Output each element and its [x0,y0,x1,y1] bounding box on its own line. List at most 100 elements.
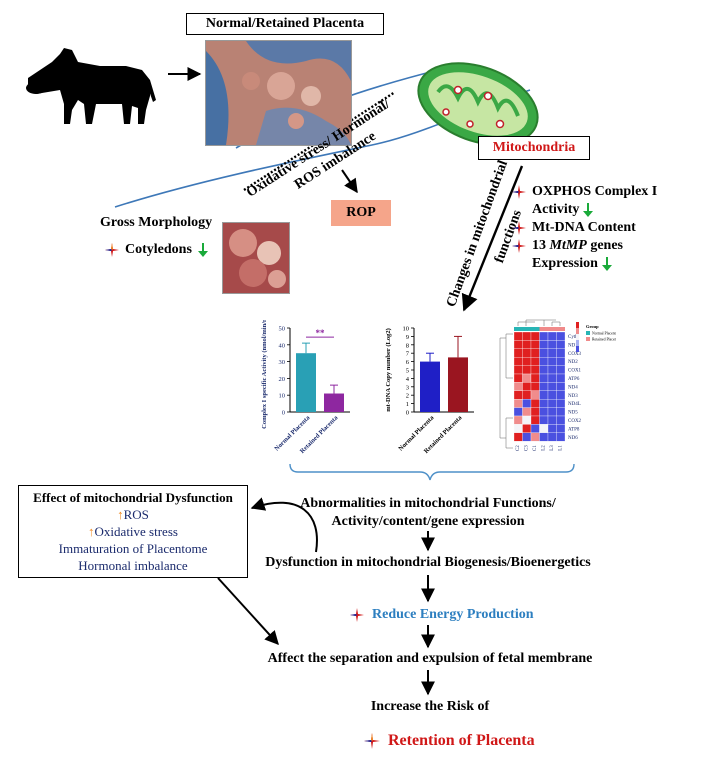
mito-effects-list: OXPHOS Complex I Activity Mt-DNA Content… [512,183,657,273]
gene-heatmap: CytbND1COX3ND2COX1ATP6ND4ND3ND4LND5COX2A… [499,319,616,451]
heatmap-row-label: Cytb [568,335,578,340]
arrow-effect-to-affect [217,577,279,646]
y-axis-label: mt-DNA Copy number (Log2) [385,328,392,411]
heatmap-row-label: COX1 [568,369,582,374]
y-tick-label: 2 [406,393,409,400]
heatmap-colorbar [576,322,579,328]
mitochondria-box: Mitochondria [478,136,590,160]
heatmap-cell [513,382,523,391]
heatmap-legend-title: Group [586,324,599,329]
heatmap-cell [513,331,523,341]
heatmap-cell [530,399,540,408]
heatmap-row-label: ND4 [568,385,578,390]
heatmap-cell [539,382,549,391]
down-arrow-icon [601,257,612,271]
up-arrow-icon: ↑ [88,524,95,539]
heatmap-cell [513,365,523,375]
cotyledons-row: Cotyledons [105,242,208,258]
heatmap-cell [547,348,557,358]
flow-abnormalities-2: Activity/content/gene expression [331,514,525,529]
heatmap-cell [530,382,540,391]
placenta-photo-art [206,41,351,145]
heatmap-cell [522,390,532,400]
heatmap-cell [522,382,532,391]
heatmap-cell [547,382,557,391]
heatmap-cell [522,365,532,375]
heatmap-cell [513,357,523,366]
title-box: Normal/Retained Placenta [186,13,384,35]
bar [420,361,440,412]
heatmap-cell [556,399,566,408]
heatmap-cell [539,340,549,349]
heatmap-legend-swatch [586,331,590,335]
flow-increase-risk: Increase the Risk of [370,699,490,714]
heatmap-colorbar [576,328,579,334]
effect-box-title: Effect of mitochondrial Dysfunction [33,490,233,505]
y-tick-label: 4 [406,376,410,383]
group-bar-cell [548,327,557,331]
heatmap-cell [547,390,557,400]
heatmap-row-label: ND6 [568,436,578,441]
significance-label: ** [316,328,326,338]
heatmap-cell [530,348,540,358]
heatmap-cell [530,424,540,433]
heatmap-cell [513,415,523,425]
heatmap-cell [513,390,523,400]
compass-icon [364,733,380,749]
flow-retention: Retention of Placenta [364,732,535,750]
heatmap-row-label: ATP8 [568,427,580,432]
heatmap-col-label: C2 [516,445,521,451]
y-tick-label: 10 [279,393,286,400]
heatmap-cell [522,340,532,349]
arrow-changes-mitochondrial [461,165,524,312]
heatmap-cell [556,407,566,417]
down-arrow-icon [197,243,208,257]
down-arrow-icon [583,203,594,217]
heatmap-cell [522,373,532,383]
heatmap-cell [547,432,557,442]
heatmap-cell [513,399,523,408]
reduce-energy-label: Reduce Energy Production [372,607,534,622]
genes-suffix: genes [586,238,624,253]
heatmap-legend-swatch [586,337,590,341]
flow-affect-separation: Affect the separation and expulsion of f… [267,651,593,666]
heatmap-cell [556,365,566,375]
heatmap-cell [522,331,532,341]
effect-oxidative: ↑Oxidative stress [19,523,247,540]
y-tick-label: 3 [406,384,409,391]
placenta-photo [205,40,352,146]
effect-oxidative-label: Oxidative stress [94,524,178,539]
heatmap-colorbar [576,340,579,346]
genes-italic: MtMP [549,238,587,253]
heatmap-cell [556,415,566,425]
flow-abnormalities-1: Abnormalities in mitochondrial Functions… [300,496,556,511]
heatmap-cell [556,424,566,433]
heatmap-cell [556,331,566,341]
expression-line: Expression [532,256,598,271]
y-tick-label: 20 [279,376,286,383]
heatmap-col-label: L2 [542,445,547,451]
heatmap-cell [522,424,532,433]
compass-icon [512,221,526,235]
heatmap-cell [522,348,532,358]
heatmap-colorbar [576,346,579,352]
y-tick-label: 6 [406,359,410,366]
heatmap-cell [522,415,532,425]
heatmap-col-label: C1 [533,445,538,451]
heatmap-cell [530,365,540,375]
y-tick-label: 0 [406,410,409,417]
heatmap-cell [513,340,523,349]
group-bar-cell [531,327,540,331]
cotyledons-label: Cotyledons [125,242,192,257]
y-tick-label: 10 [403,326,410,333]
bar [296,353,316,412]
heatmap-colorbar [576,334,579,340]
heatmap-cell [513,424,523,433]
compass-icon [512,239,526,253]
heatmap-cell [547,415,557,425]
effect-box: Effect of mitochondrial Dysfunction ↑ROS… [18,485,248,578]
heatmap-cell [547,331,557,341]
oxphos-line-2: Activity [532,202,580,217]
y-tick-label: 1 [406,401,409,408]
mitochondria-icon [417,62,539,146]
